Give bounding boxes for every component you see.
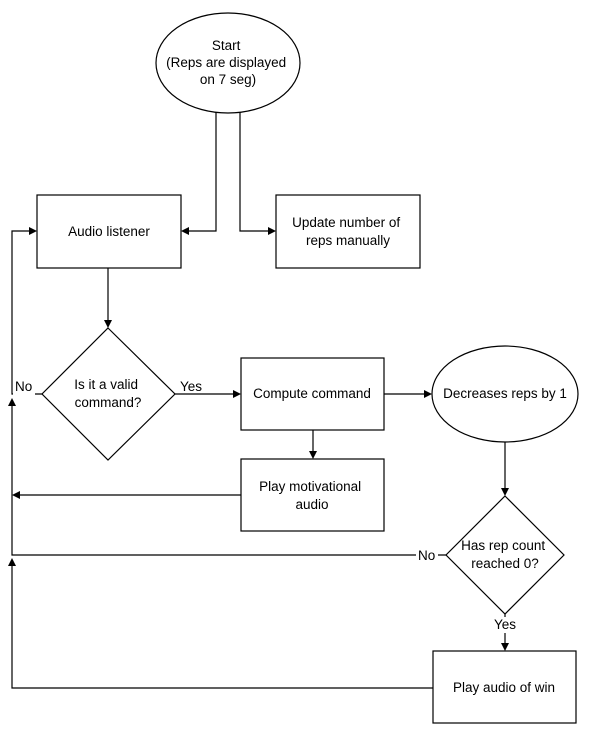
svg-text:Has rep count reached 0?: Has rep count reached 0?: [461, 538, 549, 571]
audio-listener-text: Audio listener: [68, 224, 150, 239]
node-decrease-reps: Decreases reps by 1: [431, 345, 579, 443]
edge-start-to-audio-listener: [188, 112, 217, 232]
play-win-text: Play audio of win: [453, 680, 555, 695]
compute-command-text: Compute command: [253, 386, 371, 401]
svg-text:Start (Reps are displaye: Start (Reps are displayed on 7 seg): [166, 38, 290, 87]
node-rep-count-zero: Has rep count reached 0?: [445, 495, 565, 615]
valid-command-diamond: [41, 327, 176, 461]
arrowhead-start-to-audio-listener: [181, 227, 189, 235]
edge-win-to-loop: [11, 566, 433, 689]
svg-text:Play motivational audio: Play motivational audio: [259, 479, 365, 512]
edge-labels: No Yes No Yes: [13, 379, 518, 633]
decrease-reps-text: Decreases reps by 1: [443, 386, 567, 401]
play-motivational-text-line-1: Play motivational: [259, 479, 361, 494]
label-valid-no: No: [15, 379, 32, 394]
node-play-win: Play audio of win: [432, 650, 577, 724]
arrowhead-decrease-to-rep-check: [501, 488, 509, 496]
label-zero-yes-bg: [492, 617, 518, 633]
update-reps-text-line-2: reps manually: [306, 233, 390, 248]
edge-start-to-update-reps: [239, 112, 268, 232]
arrowhead-motivational-to-loop: [12, 491, 20, 499]
svg-text:Audio listener: Audio listener: [68, 224, 150, 239]
arrowhead-valid-yes-to-compute: [233, 390, 241, 398]
svg-text:Update number of reps ma: Update number of reps manually: [292, 215, 404, 248]
node-update-reps: Update number of reps manually: [275, 194, 421, 269]
rep-count-zero-text-line-2: reached 0?: [471, 556, 539, 571]
node-start: Start (Reps are displayed on 7 seg): [155, 12, 301, 114]
label-zero-yes: Yes: [494, 617, 516, 632]
decrease-reps-ellipse: [431, 345, 579, 443]
arrowhead-rep-check-no-to-loop: [8, 398, 16, 406]
svg-text:Is it a valid command?: Is it a valid command?: [74, 377, 142, 410]
svg-text:Play audio of win: Play audio of win: [453, 680, 555, 695]
arrowhead-compute-to-decrease: [424, 390, 432, 398]
valid-command-text-line-2: command?: [75, 395, 142, 410]
play-win-box: [432, 650, 577, 724]
rep-count-zero-text-line-1: Has rep count: [461, 538, 545, 553]
start-text-line-2: (Reps are displayed: [166, 55, 286, 70]
node-compute-command: Compute command: [240, 357, 385, 431]
node-play-motivational: Play motivational audio: [240, 458, 385, 532]
node-valid-command: Is it a valid command?: [41, 327, 176, 461]
arrowhead-valid-no-to-audio-listener: [29, 227, 37, 235]
play-motivational-text-line-2: audio: [295, 497, 328, 512]
arrowhead-win-to-loop: [8, 558, 16, 566]
label-zero-no-bg: [416, 547, 438, 563]
svg-text:Compute command: Compute command: [253, 386, 371, 401]
arrowhead-compute-to-motivational: [309, 451, 317, 459]
arrowhead-audio-listener-to-valid-command: [104, 320, 112, 328]
label-valid-yes: Yes: [180, 379, 202, 394]
start-text-line-1: Start: [212, 38, 241, 53]
edge-rep-check-no-to-loop: [11, 406, 446, 556]
rep-count-zero-diamond: [445, 495, 565, 615]
svg-text:Decreases reps by 1: Decreases reps by 1: [443, 386, 567, 401]
arrowhead-start-to-update-reps: [268, 227, 276, 235]
update-reps-box: [275, 194, 421, 269]
edges: [8, 112, 509, 689]
play-motivational-box: [240, 458, 385, 532]
label-zero-no: No: [418, 548, 435, 563]
label-valid-no-bg: [13, 379, 35, 395]
compute-command-box: [240, 357, 385, 431]
valid-command-text-line-1: Is it a valid: [74, 377, 138, 392]
arrowhead-rep-check-yes-to-win: [501, 643, 509, 651]
audio-listener-box: [36, 194, 182, 269]
start-text-line-3: on 7 seg): [200, 72, 256, 87]
node-audio-listener: Audio listener: [36, 194, 182, 269]
start-ellipse: [155, 12, 301, 114]
update-reps-text-line-1: Update number of: [292, 215, 400, 230]
